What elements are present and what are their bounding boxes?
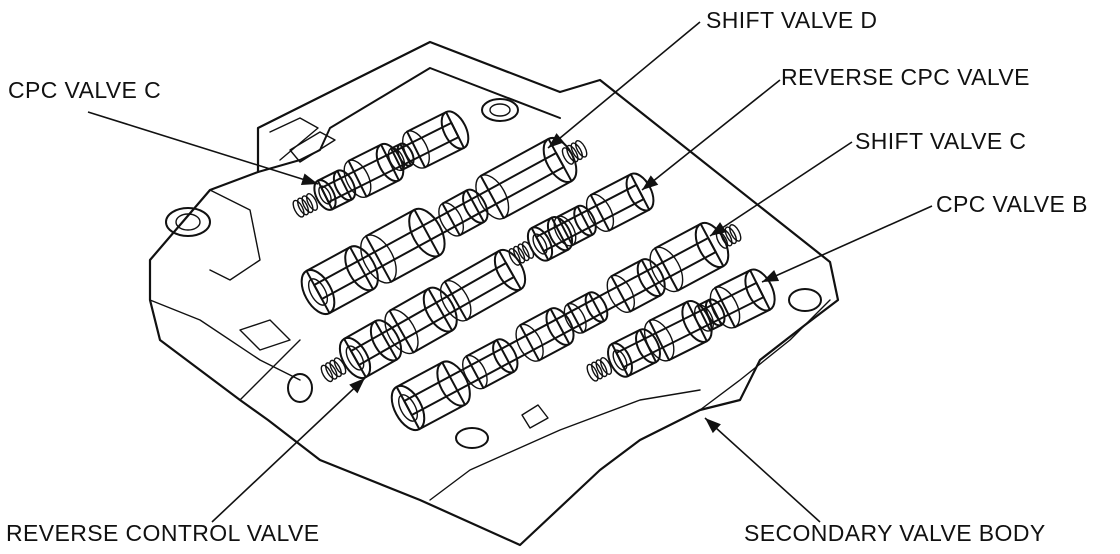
leader-shift-valve-d (547, 21, 701, 149)
label-shift-valve-d: SHIFT VALVE D (706, 7, 878, 33)
reverse-control-valve (320, 248, 527, 383)
leader-shift-valve-c (709, 141, 853, 237)
mount-boss-left (165, 207, 211, 237)
leader-reverse-control-valve (211, 377, 366, 523)
leader-cpc-valve-b (761, 205, 933, 283)
label-shift-valve-c: SHIFT VALVE C (855, 128, 1027, 154)
label-secondary-valve-body: SECONDARY VALVE BODY (744, 520, 1046, 546)
valve-spools (292, 110, 776, 432)
mount-boss-top (481, 98, 519, 122)
mount-hole-right (788, 288, 822, 312)
leader-secondary-valve-body (704, 417, 821, 523)
label-reverse-control-valve: REVERSE CONTROL VALVE (6, 520, 320, 546)
shift-valve-c (390, 221, 742, 432)
cpc-valve-c (292, 110, 470, 218)
shift-valve-d (300, 137, 588, 315)
label-cpc-valve-b: CPC VALVE B (936, 191, 1088, 217)
reverse-cpc-valve (508, 172, 655, 266)
leader-lines (87, 21, 933, 523)
mount-hole-bottom (455, 427, 489, 449)
mount-hole-front (287, 373, 313, 403)
label-reverse-cpc-valve: REVERSE CPC VALVE (781, 64, 1030, 90)
label-cpc-valve-c: CPC VALVE C (8, 77, 162, 103)
leader-cpc-valve-c (87, 111, 319, 185)
leader-reverse-cpc-valve (641, 79, 781, 191)
cpc-valve-b (586, 268, 776, 382)
